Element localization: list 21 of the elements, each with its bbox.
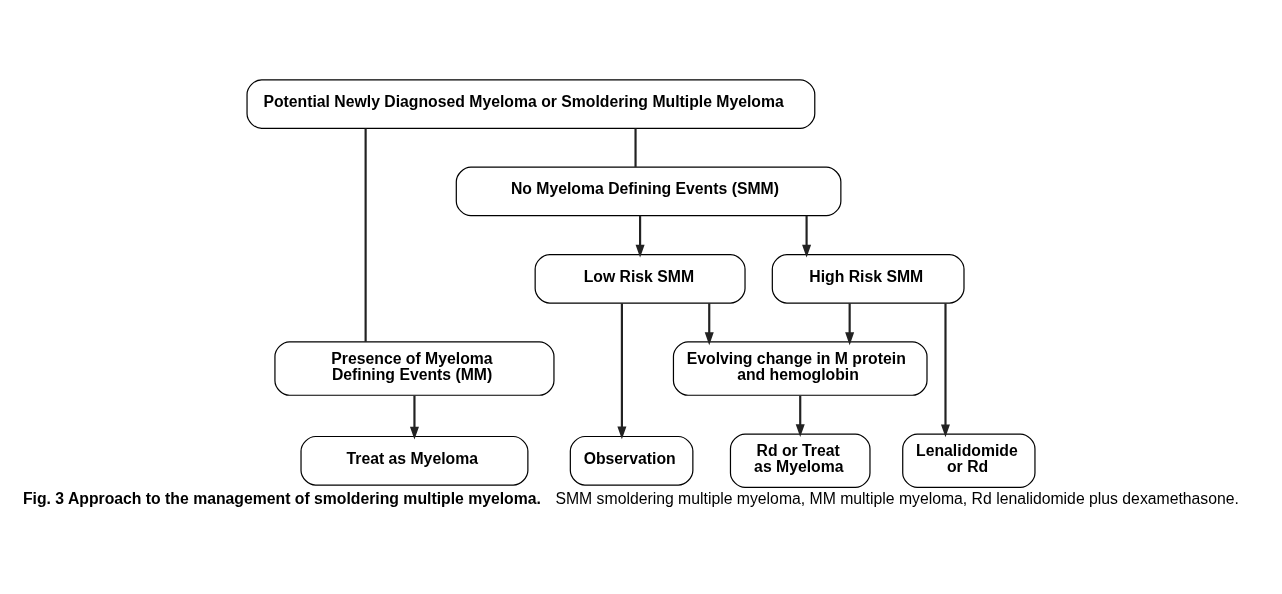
node-box: Lenalidomide or Rd: [902, 433, 1036, 489]
arrow: [845, 303, 855, 346]
node-box: Observation: [569, 435, 694, 486]
arrow: [409, 395, 419, 440]
arrow: [704, 303, 714, 346]
arrow: [617, 303, 627, 440]
node-box: Evolving change in M protein and hemoglobin: [672, 341, 928, 396]
node-box: Treat as Myeloma: [300, 435, 529, 486]
node-box: Rd or Treat as Myeloma: [729, 433, 871, 489]
arrow: [941, 303, 950, 438]
caption: Fig. 3 Approach to the management of smoldering multiple myeloma. SMM smoldering multiple myeloma, MM multiple myeloma, Rd lenalidomide plus dexamethasone.: [22, 489, 1239, 507]
arrow: [635, 215, 645, 258]
arrow: [802, 215, 812, 258]
connector: [364, 128, 367, 342]
node-box: Potential Newly Diagnosed Myeloma or Smoldering Multiple Myeloma: [246, 79, 816, 129]
node-box: Presence of Myeloma Defining Events (MM): [274, 341, 555, 396]
arrow: [795, 395, 805, 438]
node-box: Low Risk SMM: [534, 253, 746, 304]
node-box: No Myeloma Defining Events (SMM): [455, 166, 842, 217]
connector: [634, 128, 637, 167]
node-box: High Risk SMM: [771, 253, 965, 304]
